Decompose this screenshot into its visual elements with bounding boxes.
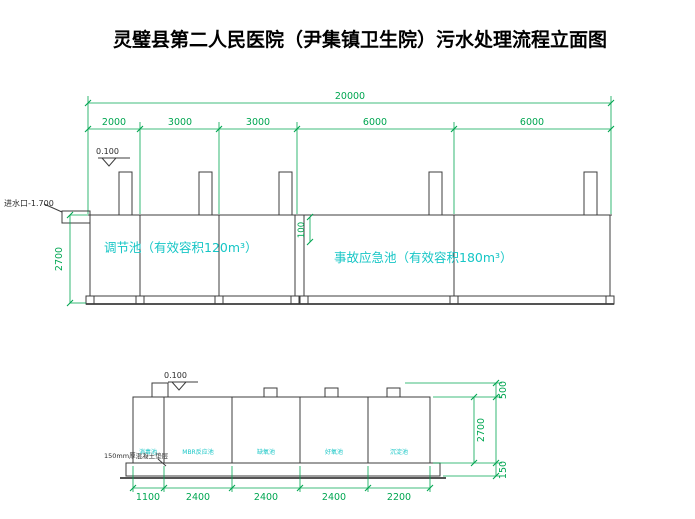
emergency-tank-label: 事故应急池（有效容积180m³） [334,250,513,265]
upper-total-dim-label: 20000 [335,91,365,102]
drawing-title: 灵璧县第二人民医院（尹集镇卫生院）污水处理流程立面图 [113,28,607,51]
lower-right-dim-150: 150 [498,461,509,479]
upper-dimension-lines [84,96,615,214]
lower-tank-label-4: 好氧池 [325,448,343,456]
lower-tank-structure [120,382,446,479]
upper-freeboard-dimension [306,213,314,246]
lower-right-dimensions [405,379,502,480]
lower-elevation-marker-icon [168,381,198,391]
lower-bottom-dim-3: 2400 [254,492,278,503]
upper-depth-dim-label: 2700 [54,247,65,271]
upper-segment-dim-2: 3000 [168,117,192,128]
upper-segment-dim-1: 2000 [102,117,126,128]
lower-tank-label-3: 缺氧池 [257,448,275,456]
inlet-label: 进水口-1.700 [4,198,54,208]
lower-bottom-dim-1: 1100 [136,492,160,503]
upper-segment-dim-4: 6000 [363,117,387,128]
lower-tank-label-2: MBR反应池 [182,448,213,456]
lower-tank-label-1: 消毒池 [139,448,157,456]
upper-depth-dimension [66,211,88,307]
upper-elevation-label: 0.100 [96,147,119,156]
lower-bottom-dim-4: 2400 [322,492,346,503]
regulation-tank-label: 调节池（有效容积120m³） [104,240,258,255]
upper-tank-structure [85,171,615,305]
lower-bottom-dim-5: 2200 [387,492,411,503]
upper-segment-dim-5: 6000 [520,117,544,128]
lower-elevation-label: 0.100 [164,371,187,380]
lower-bottom-dim-2: 2400 [186,492,210,503]
upper-elevation-marker-icon [98,157,130,167]
upper-segment-dim-3: 3000 [246,117,270,128]
lower-tank-label-5: 沉淀池 [390,448,408,456]
lower-right-dim-2700: 2700 [476,418,487,442]
inlet-pipe [43,203,91,224]
lower-bottom-dimension [129,466,434,492]
slab-note-label: 150mm厚混凝土垫层 [104,451,169,460]
lower-right-dim-500: 500 [498,381,509,399]
upper-freeboard-dim-label: 100 [297,222,307,238]
